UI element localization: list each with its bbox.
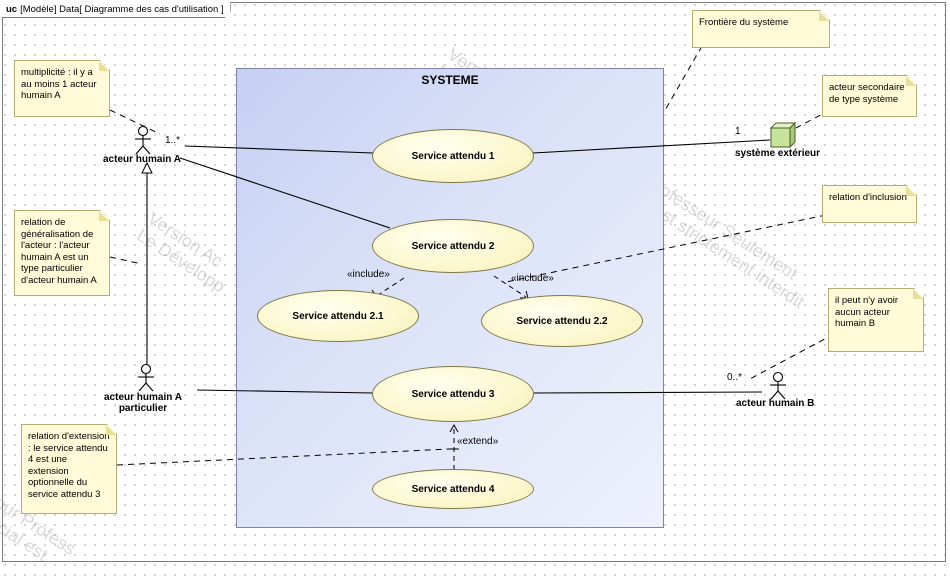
- actor-b-label[interactable]: acteur humain B: [736, 398, 815, 409]
- note-connector-generalisation: [109, 256, 143, 265]
- use-case-2-2[interactable]: Service attendu 2.2: [481, 295, 643, 347]
- system-exterieur-label[interactable]: système extérieur: [735, 148, 821, 159]
- association-a-uc2: [179, 157, 391, 229]
- use-case-4[interactable]: Service attendu 4: [372, 469, 534, 509]
- use-case-2[interactable]: Service attendu 2: [372, 219, 534, 273]
- note-acteur-secondaire[interactable]: acteur secondaire de type système: [822, 75, 917, 117]
- multiplicity-a: 1..*: [165, 135, 181, 146]
- actor-a-figure: [135, 125, 151, 155]
- note-generalisation[interactable]: relation de généralisation de l'acteur :…: [14, 210, 110, 296]
- association-a-uc1: [184, 145, 374, 154]
- use-case-2-1-label: Service attendu 2.1: [292, 310, 384, 322]
- association-uc3-b: [532, 391, 763, 394]
- note-connector-extension: [116, 448, 450, 466]
- multiplicity-system-exterieur: 1: [735, 126, 741, 137]
- system-title: SYSTEME: [421, 73, 479, 87]
- note-frontiere[interactable]: Frontière du système: [692, 10, 830, 48]
- frame-title: uc[Modèle] Data[ Diagramme des cas d'uti…: [2, 2, 231, 18]
- use-case-3-label: Service attendu 3: [411, 388, 495, 400]
- use-case-4-label: Service attendu 4: [411, 483, 495, 495]
- use-case-3[interactable]: Service attendu 3: [372, 366, 534, 422]
- extend-label: «extend»: [457, 436, 499, 447]
- include-label-1: «include»: [347, 269, 390, 280]
- note-acteur-b[interactable]: il peut n'y avoir aucun acteur humain B: [828, 288, 924, 352]
- note-multiplicite[interactable]: multiplicité : il y a au moins 1 acteur …: [14, 60, 110, 117]
- system-exterieur-node: [769, 121, 797, 149]
- note-extension[interactable]: relation d'extension : le service attend…: [21, 424, 117, 514]
- note-connector-multiplicite: [109, 109, 161, 135]
- note-connector-frontiere: [663, 45, 703, 113]
- multiplicity-b: 0..*: [727, 372, 743, 383]
- association-a-particulier-uc3: [196, 389, 374, 394]
- include-line-2-2: [493, 275, 527, 298]
- use-case-2-1[interactable]: Service attendu 2.1: [257, 290, 419, 342]
- use-case-2-2-label: Service attendu 2.2: [516, 315, 608, 327]
- note-connector-inclusion: [505, 214, 827, 283]
- generalization-arrowhead: [141, 161, 153, 174]
- use-case-1[interactable]: Service attendu 1: [372, 129, 534, 183]
- actor-b-figure: [770, 371, 786, 400]
- extend-arrowhead: [449, 423, 459, 433]
- association-uc1-system-exterieur: [532, 139, 771, 154]
- actor-a-particulier-figure: [138, 363, 154, 392]
- diagram-frame: [2, 2, 946, 562]
- note-inclusion[interactable]: relation d'inclusion: [822, 185, 917, 223]
- use-case-2-label: Service attendu 2: [411, 240, 495, 252]
- use-case-1-label: Service attendu 1: [411, 150, 495, 162]
- actor-a-label[interactable]: acteur humain A: [103, 154, 181, 165]
- include-line-2-1: [377, 277, 405, 296]
- include-label-2: «include»: [511, 273, 554, 284]
- note-connector-acteur-b: [747, 333, 835, 381]
